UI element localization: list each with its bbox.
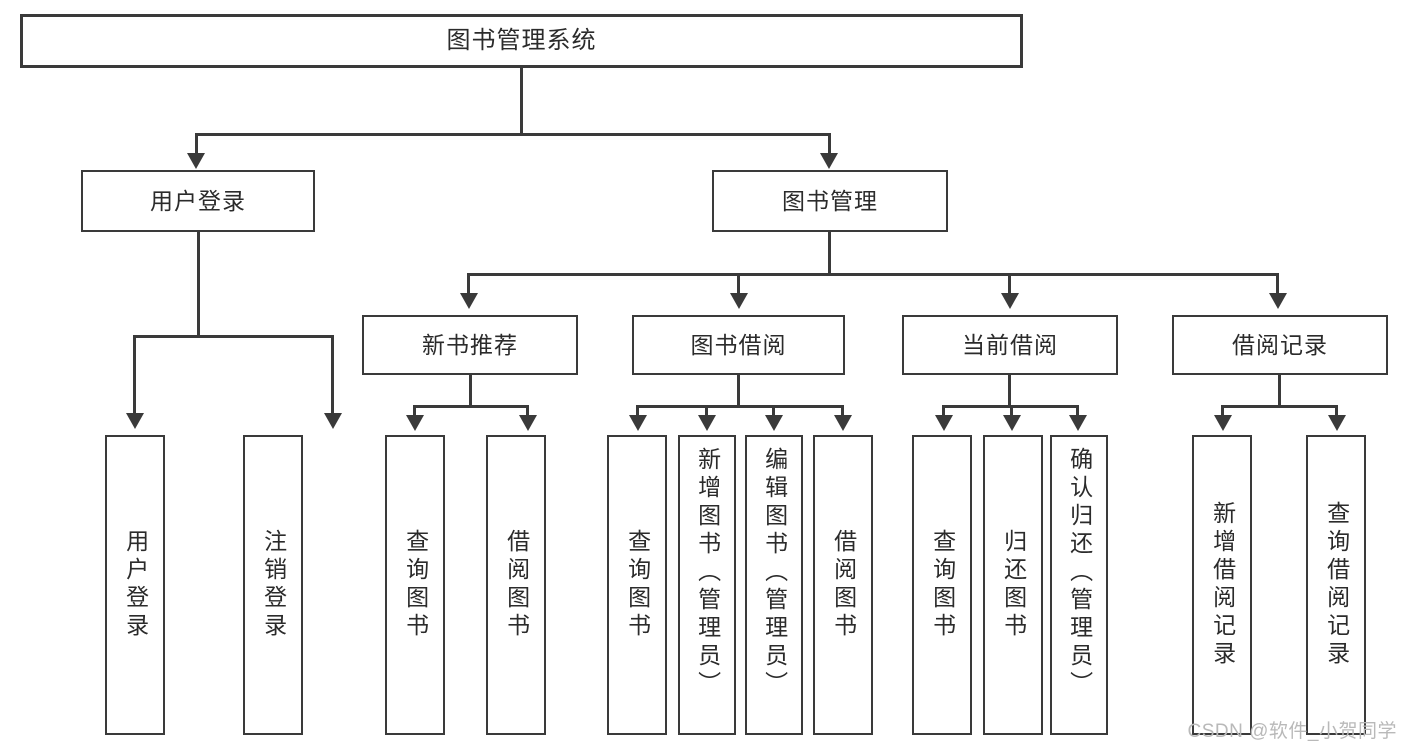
leaf-query-book-newbook[interactable]: 查询图书 <box>385 435 445 735</box>
arrow-br-to-leaf-1 <box>1214 415 1232 431</box>
node-label: 借阅图书 <box>830 529 857 641</box>
connector-user-login-bus <box>133 335 334 338</box>
leaf-add-book-admin[interactable]: 新增图书（管理员） <box>678 435 736 735</box>
node-label: 当前借阅 <box>962 331 1058 358</box>
arrow-bm-to-new-book <box>460 293 478 309</box>
connector-root-to-book-management <box>828 133 831 155</box>
connector-bb-to-leaf-1 <box>636 405 639 417</box>
connector-br-to-leaf-1 <box>1221 405 1224 417</box>
arrow-user-login-to-leaf-1 <box>126 413 144 429</box>
node-label: 查询图书 <box>929 529 956 641</box>
connector-cb-to-leaf-1 <box>942 405 945 417</box>
connector-borrow-record-stem <box>1278 375 1281 407</box>
connector-new-book-bus <box>413 405 529 408</box>
arrow-new-book-to-leaf-2 <box>519 415 537 431</box>
connector-new-book-to-leaf-1 <box>413 405 416 417</box>
leaf-query-borrow-record[interactable]: 查询借阅记录 <box>1306 435 1366 735</box>
node-label: 用户登录 <box>122 529 149 641</box>
watermark: CSDN @软件_小贺同学 <box>1187 721 1397 742</box>
connector-root-bus <box>195 133 831 136</box>
node-label: 确认归还（管理员） <box>1066 447 1093 699</box>
connector-new-book-to-leaf-2 <box>526 405 529 417</box>
connector-book-borrow-bus <box>636 405 844 408</box>
arrow-bm-to-book-borrow <box>730 293 748 309</box>
arrow-br-to-leaf-2 <box>1328 415 1346 431</box>
connector-user-login-to-leaf-2 <box>331 335 334 415</box>
arrow-cb-to-leaf-1 <box>935 415 953 431</box>
node-label: 借阅记录 <box>1232 331 1328 358</box>
node-label: 新增借阅记录 <box>1209 501 1236 669</box>
node-current-borrow[interactable]: 当前借阅 <box>902 315 1118 375</box>
node-label: 归还图书 <box>1000 529 1027 641</box>
connector-book-borrow-stem <box>737 375 740 407</box>
leaf-add-borrow-record[interactable]: 新增借阅记录 <box>1192 435 1252 735</box>
node-borrow-record[interactable]: 借阅记录 <box>1172 315 1388 375</box>
leaf-query-book-borrow[interactable]: 查询图书 <box>607 435 667 735</box>
node-label: 编辑图书（管理员） <box>761 447 788 699</box>
connector-bb-to-leaf-4 <box>841 405 844 417</box>
arrow-cb-to-leaf-3 <box>1069 415 1087 431</box>
connector-bb-to-leaf-3 <box>772 405 775 417</box>
arrow-root-to-book-management <box>820 153 838 169</box>
leaf-return-book[interactable]: 归还图书 <box>983 435 1043 735</box>
connector-new-book-stem <box>469 375 472 407</box>
node-book-borrow[interactable]: 图书借阅 <box>632 315 845 375</box>
arrow-bb-to-leaf-3 <box>765 415 783 431</box>
arrow-new-book-to-leaf-1 <box>406 415 424 431</box>
node-label: 注销登录 <box>260 529 287 641</box>
node-root-book-management-system[interactable]: 图书管理系统 <box>20 14 1023 68</box>
connector-borrow-record-bus <box>1221 405 1338 408</box>
node-label: 查询借阅记录 <box>1323 501 1350 669</box>
connector-cb-to-leaf-2 <box>1010 405 1013 417</box>
node-label: 用户登录 <box>150 187 246 214</box>
node-book-management[interactable]: 图书管理 <box>712 170 948 232</box>
connector-root-to-user-login <box>195 133 198 155</box>
node-label: 新增图书（管理员） <box>694 447 721 699</box>
node-label: 借阅图书 <box>503 529 530 641</box>
connector-current-borrow-stem <box>1008 375 1011 407</box>
leaf-logout[interactable]: 注销登录 <box>243 435 303 735</box>
connector-bm-to-borrow-record <box>1276 273 1279 295</box>
node-label: 图书管理 <box>782 187 878 214</box>
node-label: 查询图书 <box>402 529 429 641</box>
arrow-bb-to-leaf-4 <box>834 415 852 431</box>
leaf-user-login[interactable]: 用户登录 <box>105 435 165 735</box>
node-label: 图书管理系统 <box>446 27 597 54</box>
node-label: 查询图书 <box>624 529 651 641</box>
connector-bb-to-leaf-2 <box>705 405 708 417</box>
leaf-confirm-return-admin[interactable]: 确认归还（管理员） <box>1050 435 1108 735</box>
leaf-borrow-book-newbook[interactable]: 借阅图书 <box>486 435 546 735</box>
arrow-cb-to-leaf-2 <box>1003 415 1021 431</box>
node-label: 新书推荐 <box>422 331 518 358</box>
node-new-book-recommendation[interactable]: 新书推荐 <box>362 315 578 375</box>
connector-user-login-to-leaf-1 <box>133 335 136 415</box>
connector-br-to-leaf-2 <box>1335 405 1338 417</box>
arrow-bm-to-borrow-record <box>1269 293 1287 309</box>
arrow-bb-to-leaf-1 <box>629 415 647 431</box>
arrow-bm-to-current-borrow <box>1001 293 1019 309</box>
arrow-bb-to-leaf-2 <box>698 415 716 431</box>
node-user-login[interactable]: 用户登录 <box>81 170 315 232</box>
connector-bm-to-new-book <box>467 273 470 295</box>
leaf-query-book-current[interactable]: 查询图书 <box>912 435 972 735</box>
connector-bm-to-current-borrow <box>1008 273 1011 295</box>
connector-root-stem <box>520 68 523 135</box>
arrow-user-login-to-leaf-2 <box>324 413 342 429</box>
connector-bm-to-book-borrow <box>737 273 740 295</box>
connector-book-management-stem <box>828 232 831 276</box>
connector-user-login-stem <box>197 232 200 338</box>
arrow-root-to-user-login <box>187 153 205 169</box>
connector-cb-to-leaf-3 <box>1076 405 1079 417</box>
leaf-borrow-book-bookborrow[interactable]: 借阅图书 <box>813 435 873 735</box>
leaf-edit-book-admin[interactable]: 编辑图书（管理员） <box>745 435 803 735</box>
connector-book-management-bus <box>467 273 1279 276</box>
node-label: 图书借阅 <box>690 331 787 358</box>
